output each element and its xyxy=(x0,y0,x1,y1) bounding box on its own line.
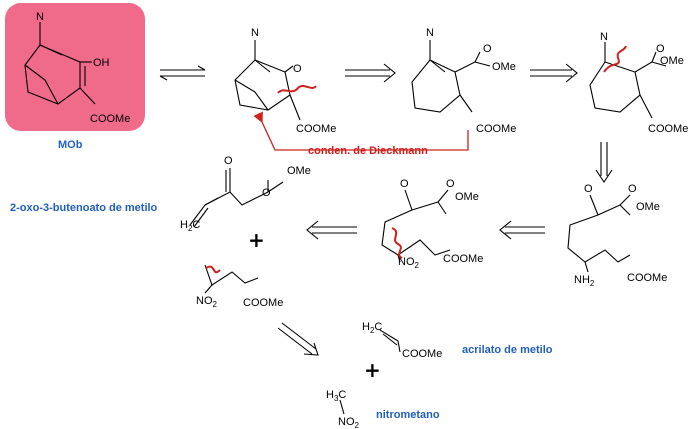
retro-arrow-diagonal xyxy=(277,322,319,356)
atom-o: O xyxy=(446,178,455,190)
atom-no2: NO2 xyxy=(338,416,360,429)
atom-coome: COOMe xyxy=(243,297,283,309)
plus-sign: + xyxy=(248,228,265,252)
retro-arrow-left xyxy=(499,220,545,240)
atom-h3c: H3C xyxy=(326,389,346,403)
retro-arrow xyxy=(530,63,578,83)
nitro-ester-structure: NO2 COOMe xyxy=(196,264,283,309)
atom-ome: OMe xyxy=(636,201,660,213)
azacycle-structure: N O OMe COOMe xyxy=(589,31,688,135)
retro-arrow xyxy=(345,63,396,83)
nitromethane-structure: H3C NO2 xyxy=(326,389,360,429)
amino-ketoester-structure: O O OMe NH2 COOMe xyxy=(567,183,667,288)
atom-o: O xyxy=(584,183,593,195)
dieckmann-label: conden. de Dieckmann xyxy=(308,145,428,157)
atom-o: O xyxy=(224,155,233,167)
mob-highlight-box xyxy=(5,3,145,131)
atom-o: O xyxy=(628,183,637,195)
retro-arrow-down xyxy=(595,142,613,183)
atom-n: N xyxy=(426,27,434,39)
equilibrium-arrow xyxy=(159,65,206,81)
atom-no2: NO2 xyxy=(196,295,218,309)
atom-no2: NO2 xyxy=(398,256,420,270)
atom-coome: COOMe xyxy=(476,123,516,135)
acrylate-structure: H2C COOMe xyxy=(362,321,442,360)
atom-n: N xyxy=(251,27,259,39)
atom-h2c: H2C xyxy=(180,219,200,233)
acrilato-label: acrilato de metilo xyxy=(462,344,553,356)
atom-o: O xyxy=(400,178,409,190)
plus-sign: + xyxy=(364,358,381,382)
nitro-ketoester-structure: O O OMe NO2 COOMe xyxy=(381,178,483,270)
butenoate-structure: O O OMe H2C xyxy=(180,155,311,233)
atom-ome: OMe xyxy=(492,61,516,73)
butenoato-label: 2-oxo-3-butenoato de metilo xyxy=(10,202,158,214)
atom-o: O xyxy=(656,43,665,55)
open-chain-amine-structure: N O OMe COOMe xyxy=(411,27,516,135)
atom-n: N xyxy=(600,31,608,43)
atom-coome: COOMe xyxy=(648,123,688,135)
atom-coome: COOMe xyxy=(402,348,442,360)
atom-nh2: NH2 xyxy=(574,274,595,288)
mob-label: MOb xyxy=(58,139,83,151)
atom-o: O xyxy=(262,187,271,199)
atom-h2c: H2C xyxy=(362,321,382,335)
retro-arrow-left xyxy=(306,220,357,240)
mob-structure: N OH COOMe xyxy=(24,11,130,125)
dieckmann-arrow xyxy=(253,111,469,151)
atom-coome: COOMe xyxy=(90,113,130,125)
atom-ome: OMe xyxy=(455,191,479,203)
atom-n: N xyxy=(36,11,44,23)
atom-coome: COOMe xyxy=(296,123,336,135)
atom-o: O xyxy=(293,63,302,75)
atom-o: O xyxy=(483,43,492,55)
atom-ome: OMe xyxy=(660,55,684,67)
atom-coome: COOMe xyxy=(627,272,667,284)
atom-coome: COOMe xyxy=(443,253,483,265)
atom-oh: OH xyxy=(93,57,110,69)
keto-bicyclic-structure: N O COOMe xyxy=(234,27,336,135)
atom-ome: OMe xyxy=(287,165,311,177)
nitrometano-label: nitrometano xyxy=(376,409,440,421)
